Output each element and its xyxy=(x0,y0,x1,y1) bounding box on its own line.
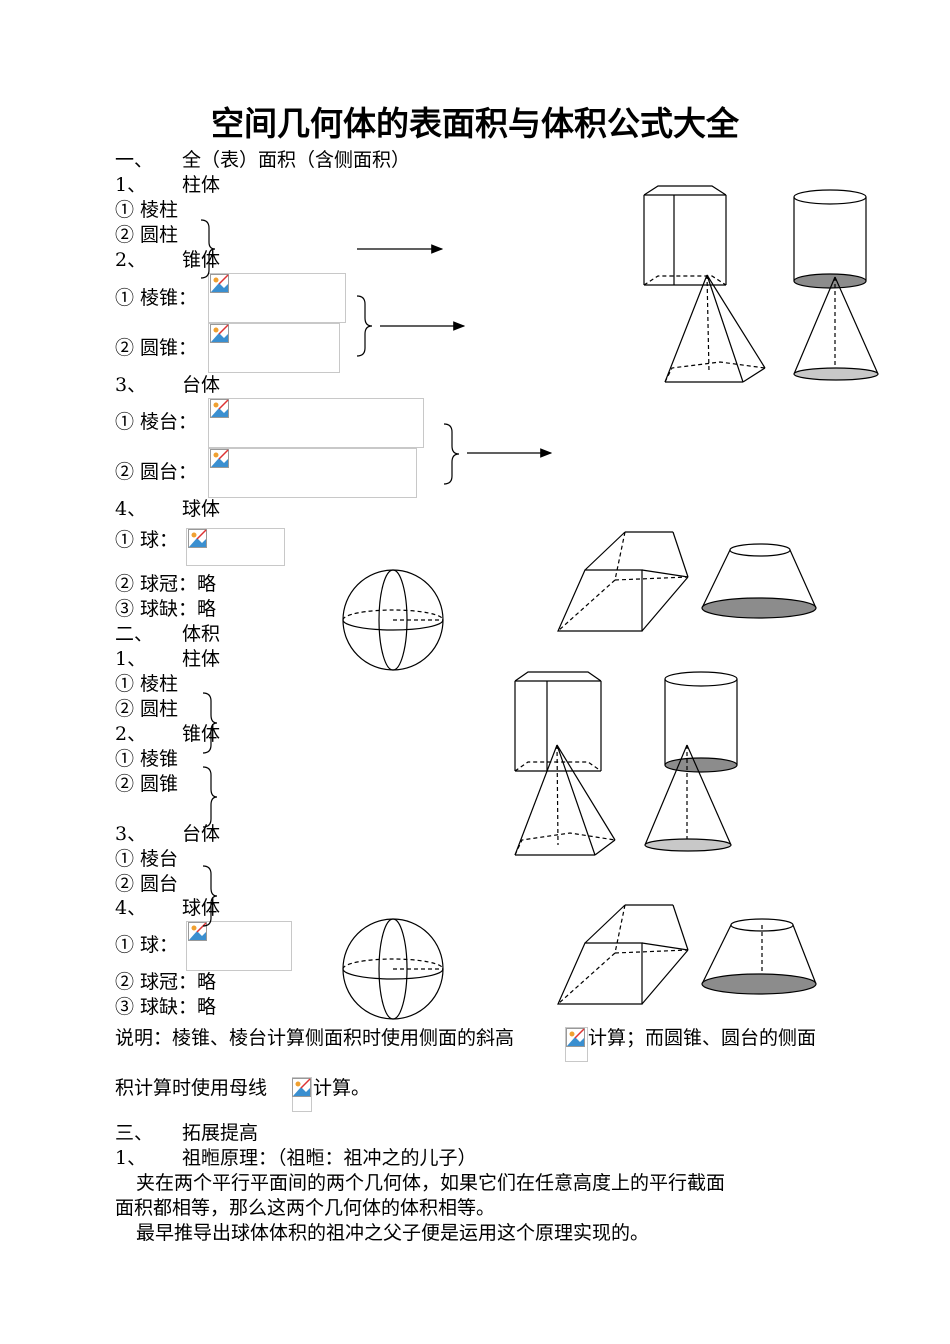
s2-cylinder-item: ② 圆柱 xyxy=(115,698,179,720)
s1-circular-cone-item: ② 圆锥： xyxy=(115,337,198,359)
broken-image-icon xyxy=(210,399,229,418)
s2-ball-item: ① 球： xyxy=(115,934,179,956)
brace xyxy=(202,865,218,927)
section1-number: 一、 xyxy=(115,149,154,171)
note-line1-end: 计算；而圆锥、圆台的侧面 xyxy=(588,1027,817,1049)
formula-image-placeholder xyxy=(208,448,417,498)
broken-image-icon xyxy=(188,922,207,941)
s2-cap-item: ② 球冠：略 xyxy=(115,971,217,993)
brace xyxy=(356,295,373,357)
broken-image-icon xyxy=(188,529,207,548)
section3-heading: 拓展提高 xyxy=(182,1122,259,1144)
s2-frustum-number: 3、 xyxy=(115,823,147,845)
hexagonal-prism xyxy=(643,185,727,286)
s3-paragraph2: 最早推导出球体体积的祖冲之父子便是运用这个原理实现的。 xyxy=(136,1222,650,1244)
prism-frustum xyxy=(557,531,689,632)
formula-image-placeholder xyxy=(208,323,340,373)
prism-frustum xyxy=(557,904,689,1005)
brace xyxy=(202,766,218,828)
s2-circular-cone-item: ② 圆锥 xyxy=(115,773,179,795)
pyramid xyxy=(664,274,766,383)
s2-cone-frustum-item: ② 圆台 xyxy=(115,873,179,895)
s1-prism-item: ① 棱柱 xyxy=(115,199,179,221)
s3-paragraph1-line2: 面积都相等，那么这两个几何体的体积相等。 xyxy=(115,1197,496,1219)
s1-prism-label: 柱体 xyxy=(182,174,221,196)
s1-segment-item: ③ 球缺：略 xyxy=(115,598,217,620)
s2-sphere-number: 4、 xyxy=(115,897,147,919)
s2-prism-label: 柱体 xyxy=(182,648,221,670)
s1-cone-frustum-item: ② 圆台： xyxy=(115,461,198,483)
sphere xyxy=(342,569,444,671)
formula-image-placeholder xyxy=(208,398,424,448)
note-line2-start: 积计算时使用母线 xyxy=(115,1077,268,1099)
cone xyxy=(793,276,879,381)
s1-ball-item: ① 球： xyxy=(115,529,179,551)
s3-paragraph1-line1: 夹在两个平行平面间的两个几何体，如果它们在任意高度上的平行截面 xyxy=(136,1172,726,1194)
cylinder xyxy=(793,189,867,289)
broken-image-icon xyxy=(210,324,229,343)
s1-prism-number: 1、 xyxy=(115,174,147,196)
s2-pyramid-item: ① 棱锥 xyxy=(115,748,179,770)
s2-prism-frustum-item: ① 棱台 xyxy=(115,848,179,870)
section1-heading: 全（表）面积（含侧面积） xyxy=(182,149,411,171)
s3-item-number: 1、 xyxy=(115,1147,147,1169)
s1-cylinder-item: ② 圆柱 xyxy=(115,224,179,246)
cone-frustum xyxy=(701,543,817,619)
broken-image-icon xyxy=(292,1078,311,1097)
s1-pyramid-item: ① 棱锥： xyxy=(115,287,198,309)
broken-image-icon xyxy=(210,274,229,293)
s2-prism-item: ① 棱柱 xyxy=(115,673,179,695)
s1-frustum-label: 台体 xyxy=(182,374,221,396)
cone-frustum xyxy=(701,918,817,995)
s1-cone-label: 锥体 xyxy=(182,249,221,271)
s2-cone-number: 2、 xyxy=(115,723,147,745)
brace xyxy=(202,692,218,754)
pyramid xyxy=(514,744,616,856)
page-title: 空间几何体的表面积与体积公式大全 xyxy=(211,104,739,143)
brace xyxy=(200,219,216,279)
cylinder xyxy=(664,671,738,773)
s2-frustum-label: 台体 xyxy=(182,823,221,845)
brace xyxy=(443,423,460,485)
s1-sphere-number: 4、 xyxy=(115,498,147,520)
s1-frustum-number: 3、 xyxy=(115,374,147,396)
s1-cap-item: ② 球冠：略 xyxy=(115,573,217,595)
broken-image-icon xyxy=(210,449,229,468)
s3-item-text: 祖暅原理：（祖暅：祖冲之的儿子） xyxy=(182,1147,477,1169)
s1-prism-frustum-item: ① 棱台： xyxy=(115,411,198,433)
formula-image-placeholder xyxy=(208,273,346,323)
sphere xyxy=(342,918,444,1020)
note-line1-start: 说明：棱锥、棱台计算侧面积时使用侧面的斜高 xyxy=(115,1027,515,1049)
s1-sphere-label: 球体 xyxy=(182,498,221,520)
broken-image-icon xyxy=(566,1028,585,1047)
note-line2-end: 计算。 xyxy=(313,1077,371,1099)
cone xyxy=(644,744,732,852)
section2-heading: 体积 xyxy=(182,623,221,645)
hexagonal-prism xyxy=(514,671,602,772)
section2-number: 二、 xyxy=(115,623,154,645)
s1-cone-number: 2、 xyxy=(115,249,147,271)
s2-prism-number: 1、 xyxy=(115,648,147,670)
section3-number: 三、 xyxy=(115,1122,154,1144)
s2-segment-item: ③ 球缺：略 xyxy=(115,996,217,1018)
